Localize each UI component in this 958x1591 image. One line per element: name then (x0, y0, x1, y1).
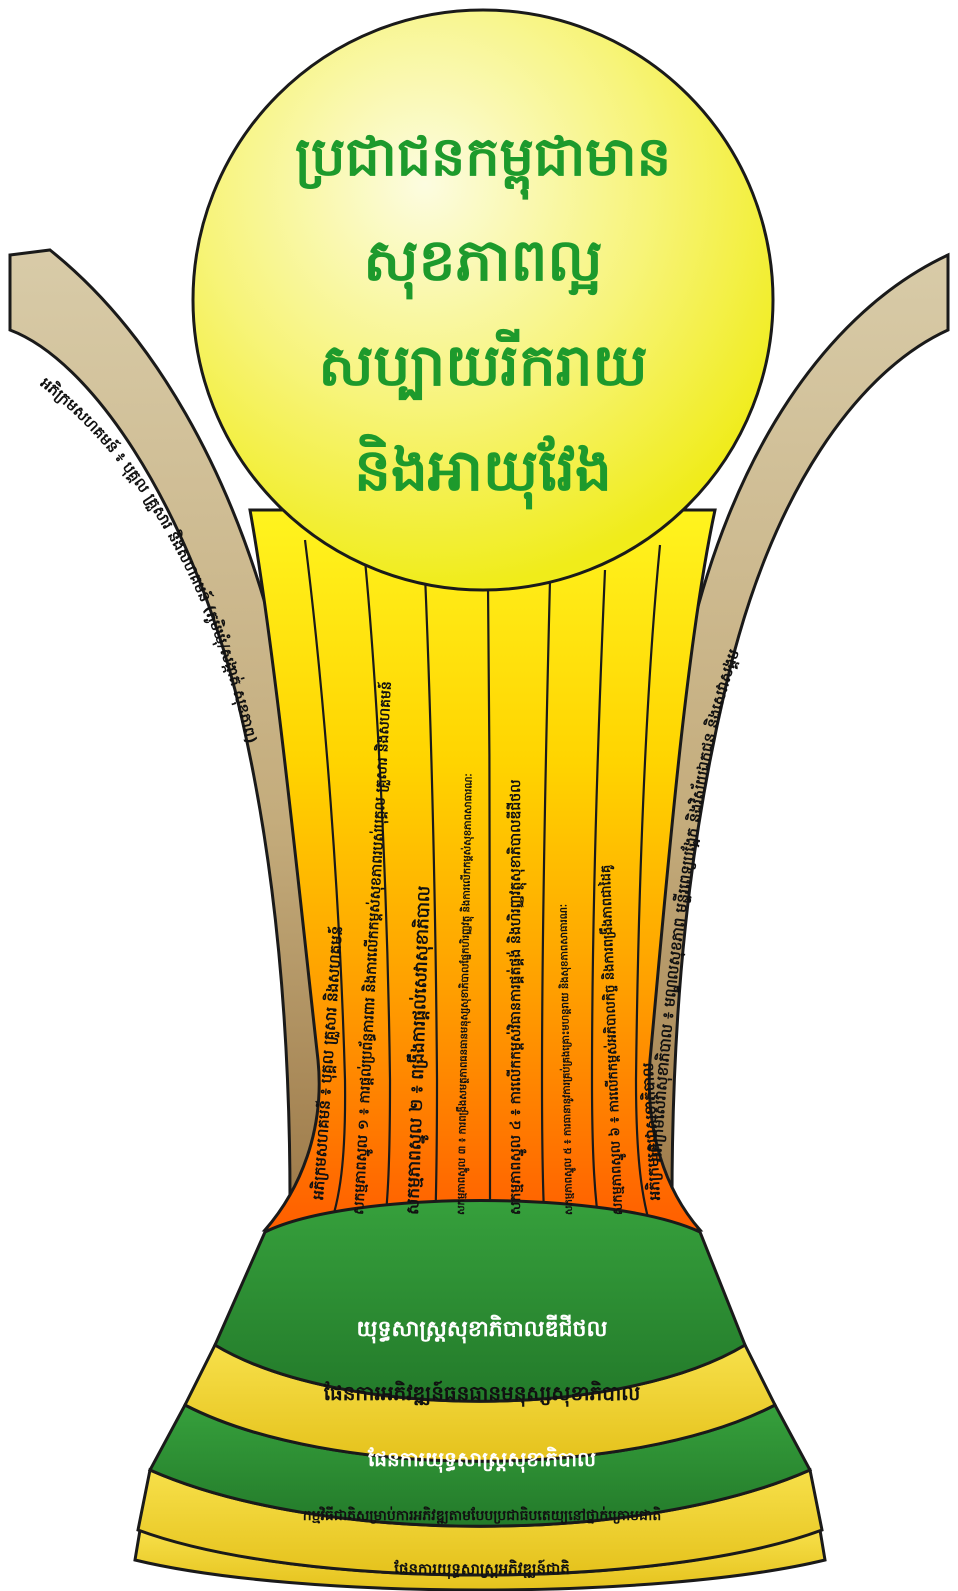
base-text-2: ផែនការអភិវឌ្ឍន៍ធនធានមនុស្សសុខាភិបាល (323, 1380, 641, 1407)
goal-line-2: សុខភាពល្អ (363, 226, 602, 300)
goal-line-3: សប្បាយរីករាយ (318, 328, 647, 401)
pillar-4: សកម្មភាពស្នូល ៤ ៖ ការលើកកម្ពស់វិធានការផ្… (506, 780, 527, 1215)
base-band-1 (215, 1201, 745, 1402)
base-text-5: ផែនការយុទ្ធសាស្ត្រអភិវឌ្ឍន៍ជាតិ (393, 1559, 570, 1580)
base-text-3: ផែនការយុទ្ធសាស្ត្រសុខាភិបាល (367, 1446, 596, 1473)
base-text-4: កម្មវិធីជាតិសម្រាប់ការអភិវឌ្ឍតាមបែបប្រជា… (303, 1506, 662, 1524)
base-text-1: យុទ្ធសាស្ត្រសុខាភិបាលឌីជីថល (357, 1314, 608, 1344)
goal-line-4: និងអាយុវែង (354, 433, 612, 510)
